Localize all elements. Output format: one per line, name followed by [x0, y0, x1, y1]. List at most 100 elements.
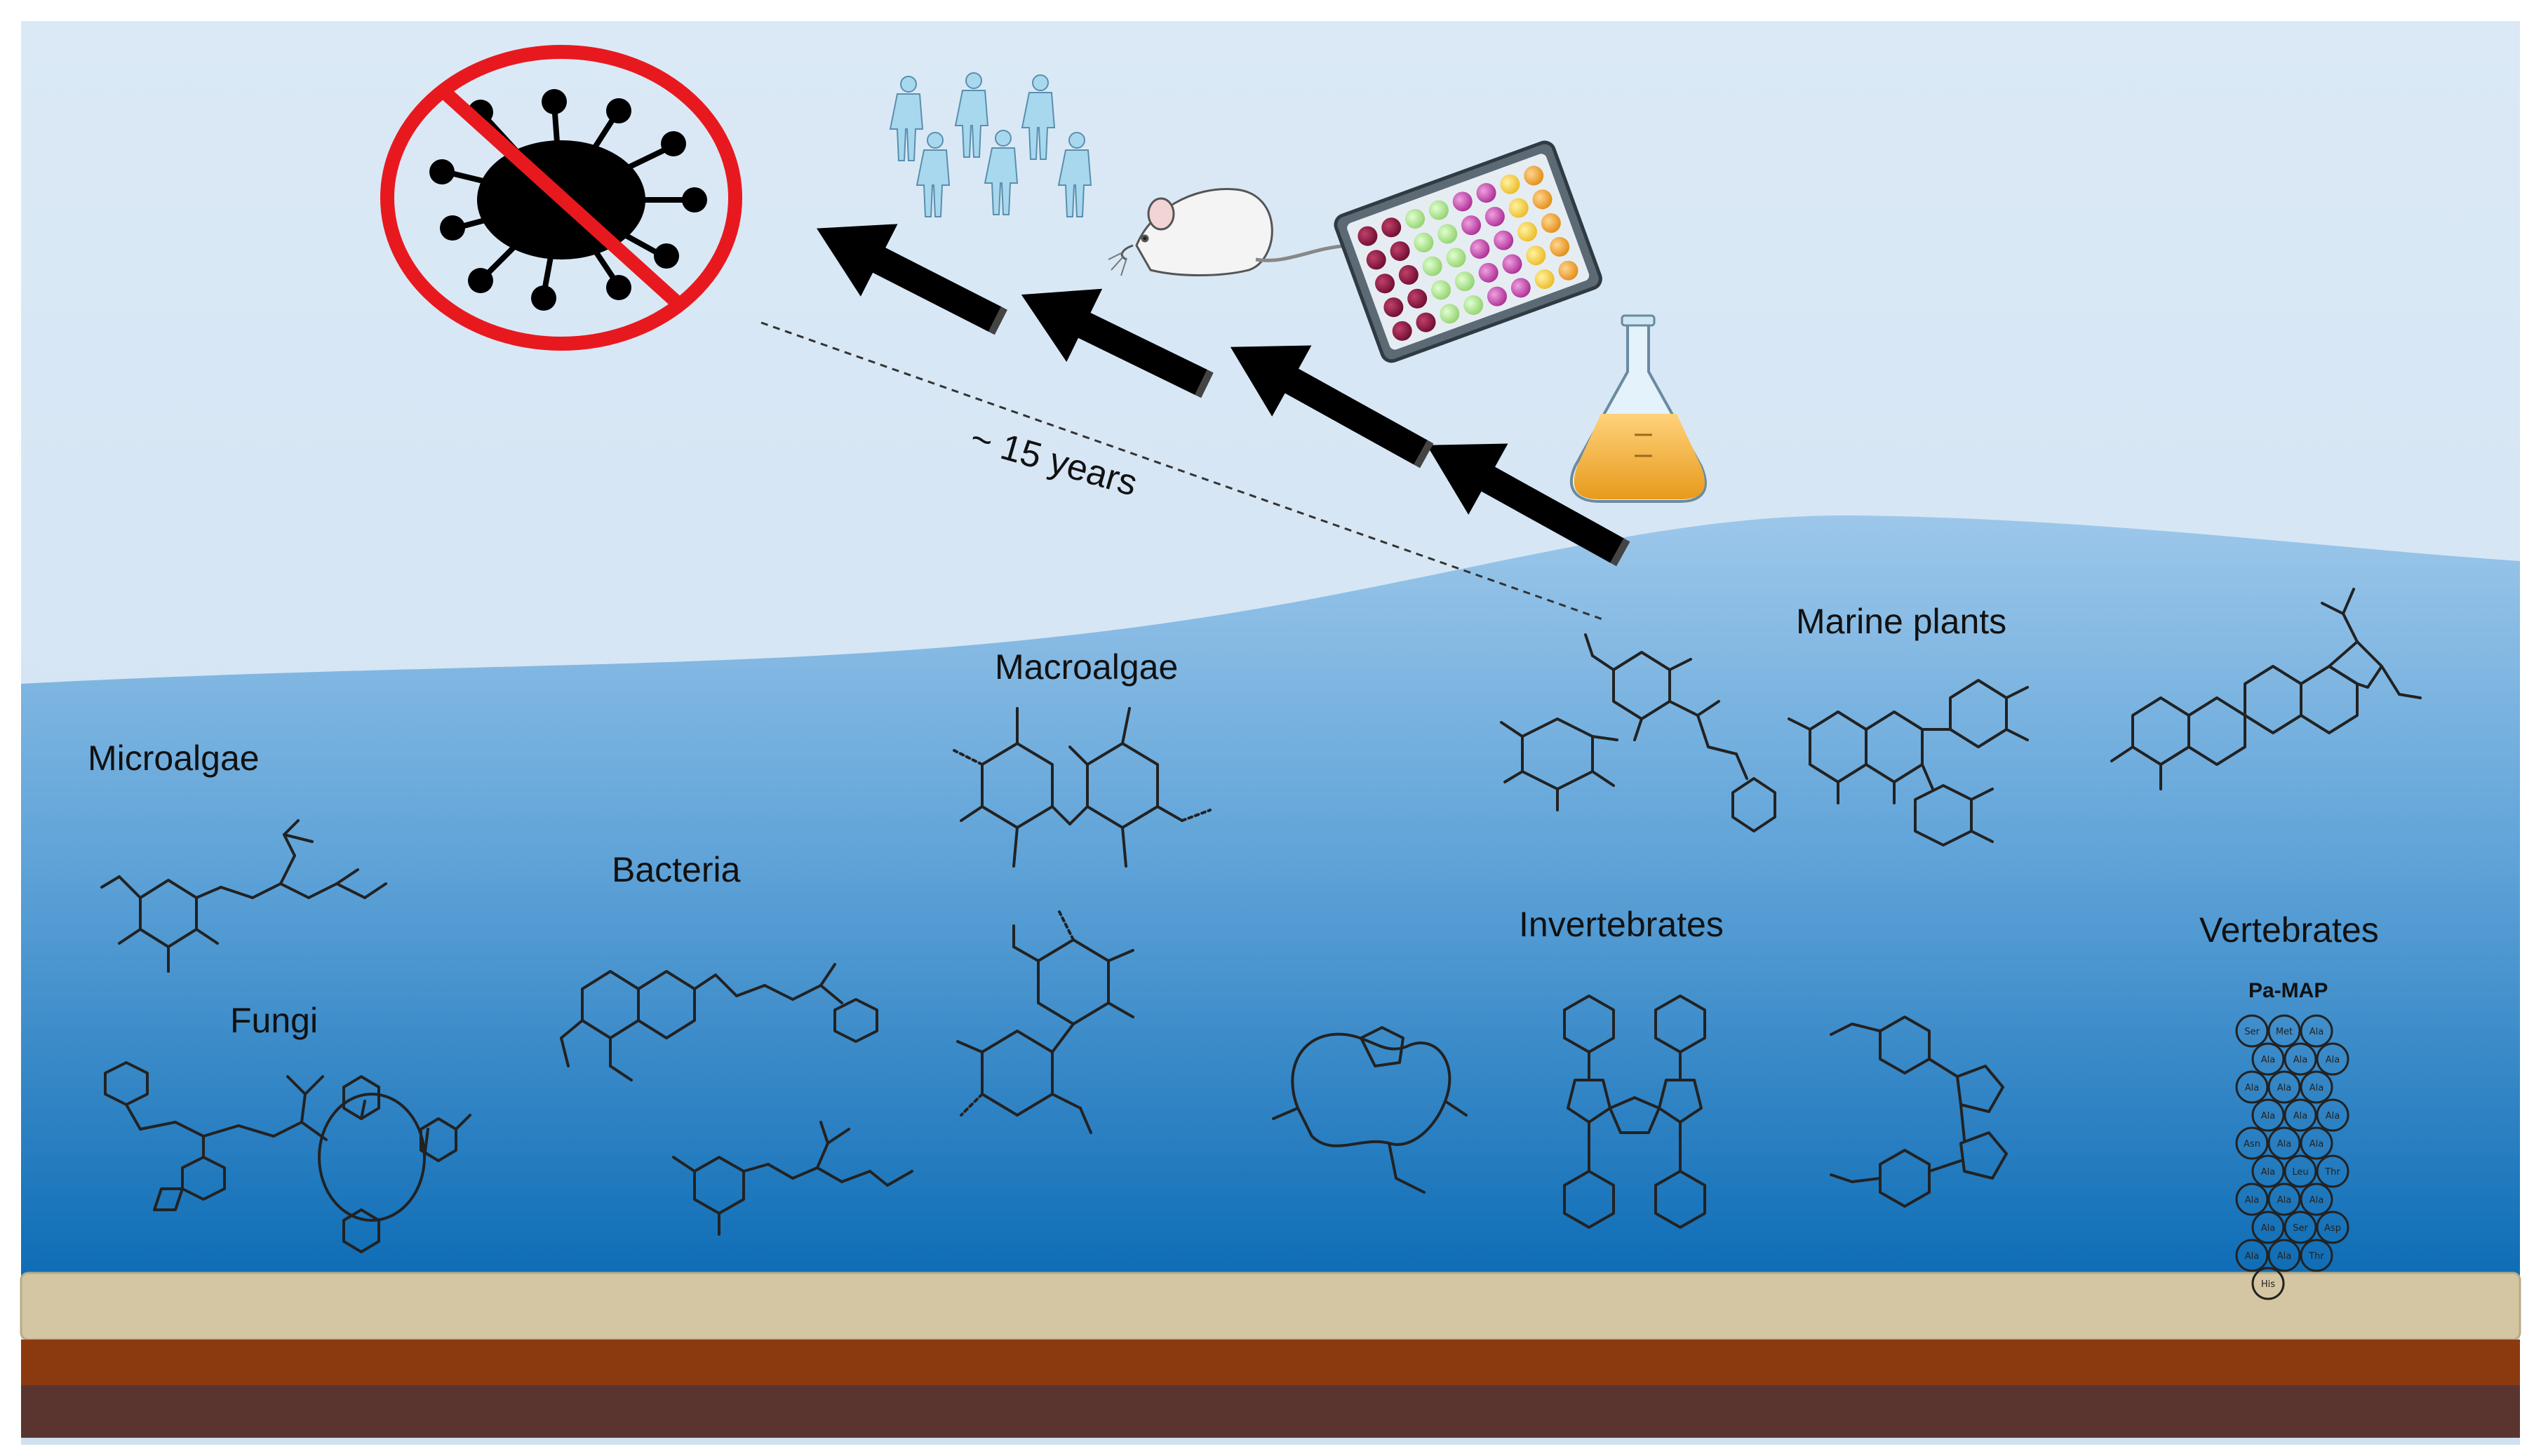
- well: [1446, 248, 1466, 268]
- sand-layer: [20, 1272, 2521, 1341]
- peptide-residue-circle: [2267, 1070, 2301, 1104]
- well: [1398, 264, 1419, 285]
- peptide-residue-label: Leu: [2292, 1167, 2308, 1178]
- label-macroalgae: Macroalgae: [995, 647, 1178, 687]
- bacteria-glycolipid-molecule: [672, 1121, 913, 1236]
- mouse-icon: [1108, 188, 1388, 276]
- microalgae-molecule: [100, 819, 387, 973]
- well: [1381, 217, 1402, 238]
- peptide-residue-label: Ser: [2293, 1223, 2308, 1234]
- macrolide-molecule: [1272, 1026, 1468, 1194]
- peptide-residue-circle: [2251, 1098, 2285, 1132]
- macroalgae-molecule: [953, 707, 1212, 868]
- well: [1383, 297, 1404, 318]
- label-marine-plants: Marine plants: [1796, 602, 2006, 641]
- well: [1452, 191, 1473, 212]
- peptide-residue-circle: [2267, 1014, 2301, 1048]
- peptide-residue-label: Ala: [2326, 1111, 2340, 1121]
- well-plate-icon: [1334, 140, 1602, 363]
- label-bacteria: Bacteria: [612, 850, 741, 889]
- marine-plant-triterpene-molecule: [2110, 588, 2422, 790]
- well: [1437, 224, 1458, 244]
- peptide-residue-label: Ala: [2277, 1251, 2291, 1262]
- well: [1407, 288, 1428, 309]
- soil-layer: [21, 1340, 2520, 1385]
- peptide-residue-circle: [2316, 1154, 2349, 1188]
- peptide-residue-label: Ala: [2277, 1083, 2291, 1093]
- macroalgae-uronic-molecule: [956, 910, 1134, 1134]
- well: [1357, 226, 1378, 246]
- well: [1416, 312, 1436, 332]
- peptide-residue-circle: [2235, 1070, 2269, 1104]
- arrow-icon: [817, 224, 1630, 567]
- well: [1428, 200, 1449, 220]
- well: [1454, 271, 1475, 292]
- well: [1508, 198, 1529, 218]
- well: [1532, 189, 1553, 210]
- well: [1502, 254, 1522, 274]
- peptide-residue-label: Thr: [2308, 1251, 2324, 1262]
- marine-plant-flavonoid-molecule: [1788, 679, 2029, 847]
- well: [1541, 213, 1561, 234]
- peptide-residue-circle: [2251, 1211, 2285, 1244]
- peptide-residue-label: Ala: [2261, 1111, 2275, 1121]
- peptide-residue-label: Ala: [2261, 1055, 2275, 1065]
- well: [1517, 222, 1537, 242]
- label-pa-map: Pa-MAP: [2248, 979, 2328, 1002]
- well: [1390, 241, 1410, 262]
- peptide-residue-circle: [2235, 1126, 2269, 1160]
- peptide-residue-circle: [2300, 1239, 2333, 1272]
- rock-layer: [21, 1385, 2520, 1438]
- peptide-residue-label: Thr: [2324, 1167, 2340, 1178]
- sea-water: [21, 515, 2520, 1283]
- well: [1500, 174, 1520, 194]
- bacteria-molecule: [560, 963, 878, 1081]
- well: [1476, 183, 1496, 203]
- well: [1405, 208, 1426, 229]
- well: [1534, 269, 1555, 290]
- invertebrate-glycoside-molecule: [1500, 633, 1776, 833]
- flask-icon: [1570, 314, 1707, 503]
- peptide-residue-circle: [2316, 1211, 2349, 1244]
- invertebrate-bromo-molecule: [1563, 995, 1706, 1229]
- peptide-residue-circle: [2267, 1126, 2301, 1160]
- peptide-residue-label: Ala: [2293, 1111, 2307, 1121]
- fungi-cyclic-molecule: [318, 1075, 471, 1253]
- peptide-residue-circle: [2267, 1239, 2301, 1272]
- well: [1470, 238, 1490, 259]
- human-trials-icon: [889, 72, 1092, 217]
- peptide-residue-circle: [2300, 1014, 2333, 1048]
- peptide-residue-label: Ala: [2309, 1083, 2324, 1093]
- label-microalgae: Microalgae: [88, 739, 260, 778]
- well: [1494, 230, 1514, 250]
- well: [1422, 256, 1442, 276]
- peptide-residue-label: Ala: [2326, 1055, 2340, 1065]
- peptide-residue-circle: [2267, 1182, 2301, 1216]
- well: [1392, 321, 1412, 341]
- peptide-residue-circle: [2316, 1098, 2349, 1132]
- invertebrate-imidazole-molecule: [1830, 1016, 2008, 1208]
- well: [1558, 260, 1578, 281]
- peptide-residue-label: Ala: [2245, 1251, 2259, 1262]
- peptide-residue-circle: [2284, 1211, 2317, 1244]
- well: [1463, 295, 1484, 315]
- peptide-residue-circle: [2235, 1239, 2269, 1272]
- peptide-residue-label: Ala: [2293, 1055, 2307, 1065]
- peptide-residue-label: Ala: [2309, 1027, 2324, 1037]
- peptide-residue-circle: [2284, 1042, 2317, 1076]
- peptide-residue-circle: [2251, 1154, 2285, 1188]
- peptide-residue-circle: [2284, 1154, 2317, 1188]
- well: [1524, 166, 1544, 186]
- peptide-residue-label: Ala: [2261, 1223, 2275, 1234]
- well: [1478, 262, 1499, 283]
- peptide-residue-label: Ala: [2277, 1139, 2291, 1150]
- peptide-residue-label: Ala: [2245, 1195, 2259, 1206]
- peptide-residue-circle: [2284, 1098, 2317, 1132]
- peptide-residue-label: Ser: [2244, 1027, 2260, 1037]
- label-invertebrates: Invertebrates: [1519, 905, 1724, 944]
- label-fungi: Fungi: [230, 1001, 318, 1040]
- peptide-residue-label: His: [2261, 1279, 2275, 1290]
- well: [1510, 278, 1531, 298]
